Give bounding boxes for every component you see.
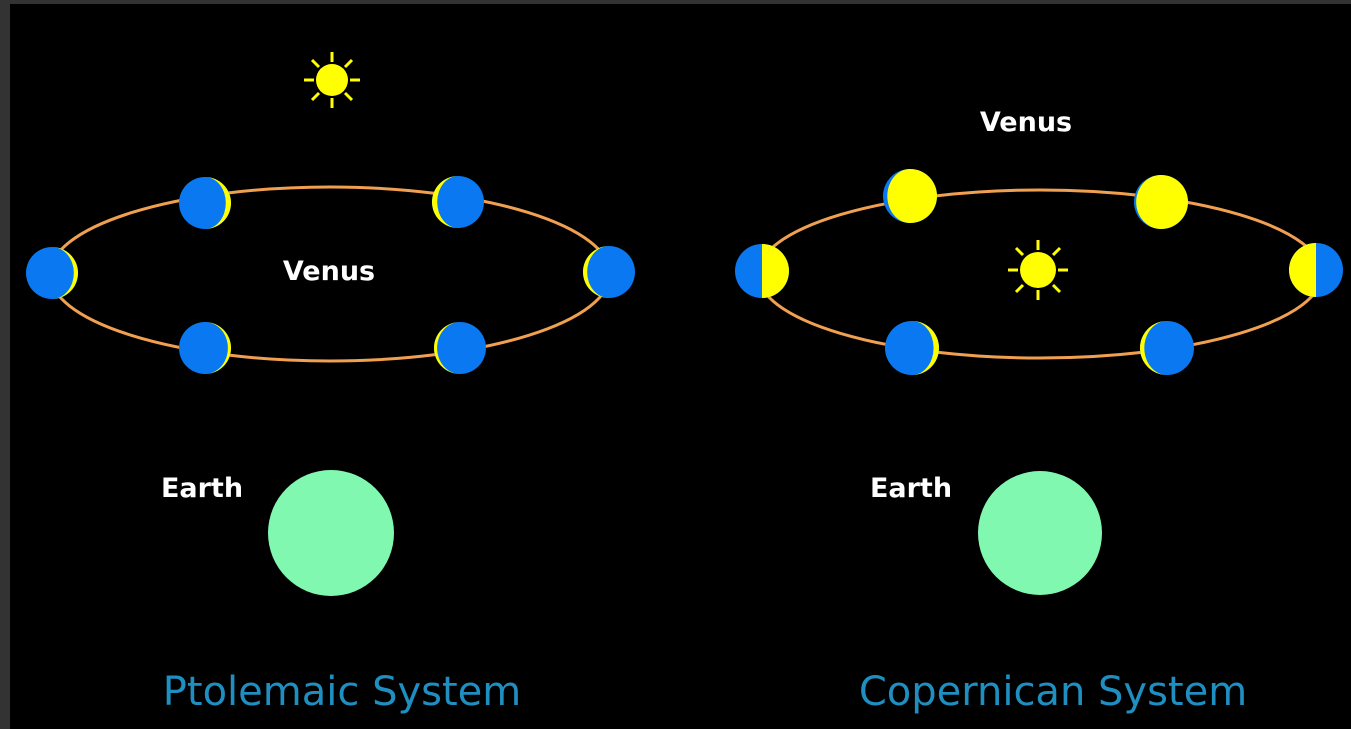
ptolemaic-system: Venus Earth Ptolemaic System	[26, 52, 635, 715]
ptolemaic-venus-2-icon	[179, 177, 231, 229]
copernican-earth-icon	[978, 471, 1102, 595]
ptolemaic-earth-label: Earth	[161, 473, 243, 504]
copernican-system: Venus Earth Copernican System	[735, 107, 1343, 715]
copernican-venus-3-icon	[1134, 175, 1188, 229]
copernican-venus-positions	[735, 169, 1343, 375]
ptolemaic-sun-icon	[304, 52, 360, 108]
copernican-sun-icon	[1008, 240, 1068, 300]
ptolemaic-venus-1-icon	[26, 247, 78, 299]
copernican-venus-5-icon	[1140, 321, 1194, 375]
ptolemaic-venus-4-icon	[583, 246, 635, 298]
ptolemaic-caption: Ptolemaic System	[163, 669, 521, 715]
copernican-caption: Copernican System	[859, 669, 1247, 715]
copernican-venus-6-icon	[885, 321, 939, 375]
copernican-venus-2-icon	[883, 169, 937, 223]
ptolemaic-venus-label: Venus	[283, 256, 375, 287]
ptolemaic-earth-icon	[268, 470, 394, 596]
copernican-venus-4-icon	[1289, 243, 1343, 297]
copernican-venus-1-icon	[735, 244, 789, 298]
diagram-panel	[10, 4, 1351, 729]
copernican-earth-label: Earth	[870, 473, 952, 504]
ptolemaic-venus-3-icon	[432, 176, 484, 228]
ptolemaic-venus-6-icon	[179, 322, 231, 374]
copernican-venus-label: Venus	[980, 107, 1072, 138]
ptolemaic-venus-positions	[26, 176, 635, 374]
ptolemaic-venus-5-icon	[434, 322, 486, 374]
